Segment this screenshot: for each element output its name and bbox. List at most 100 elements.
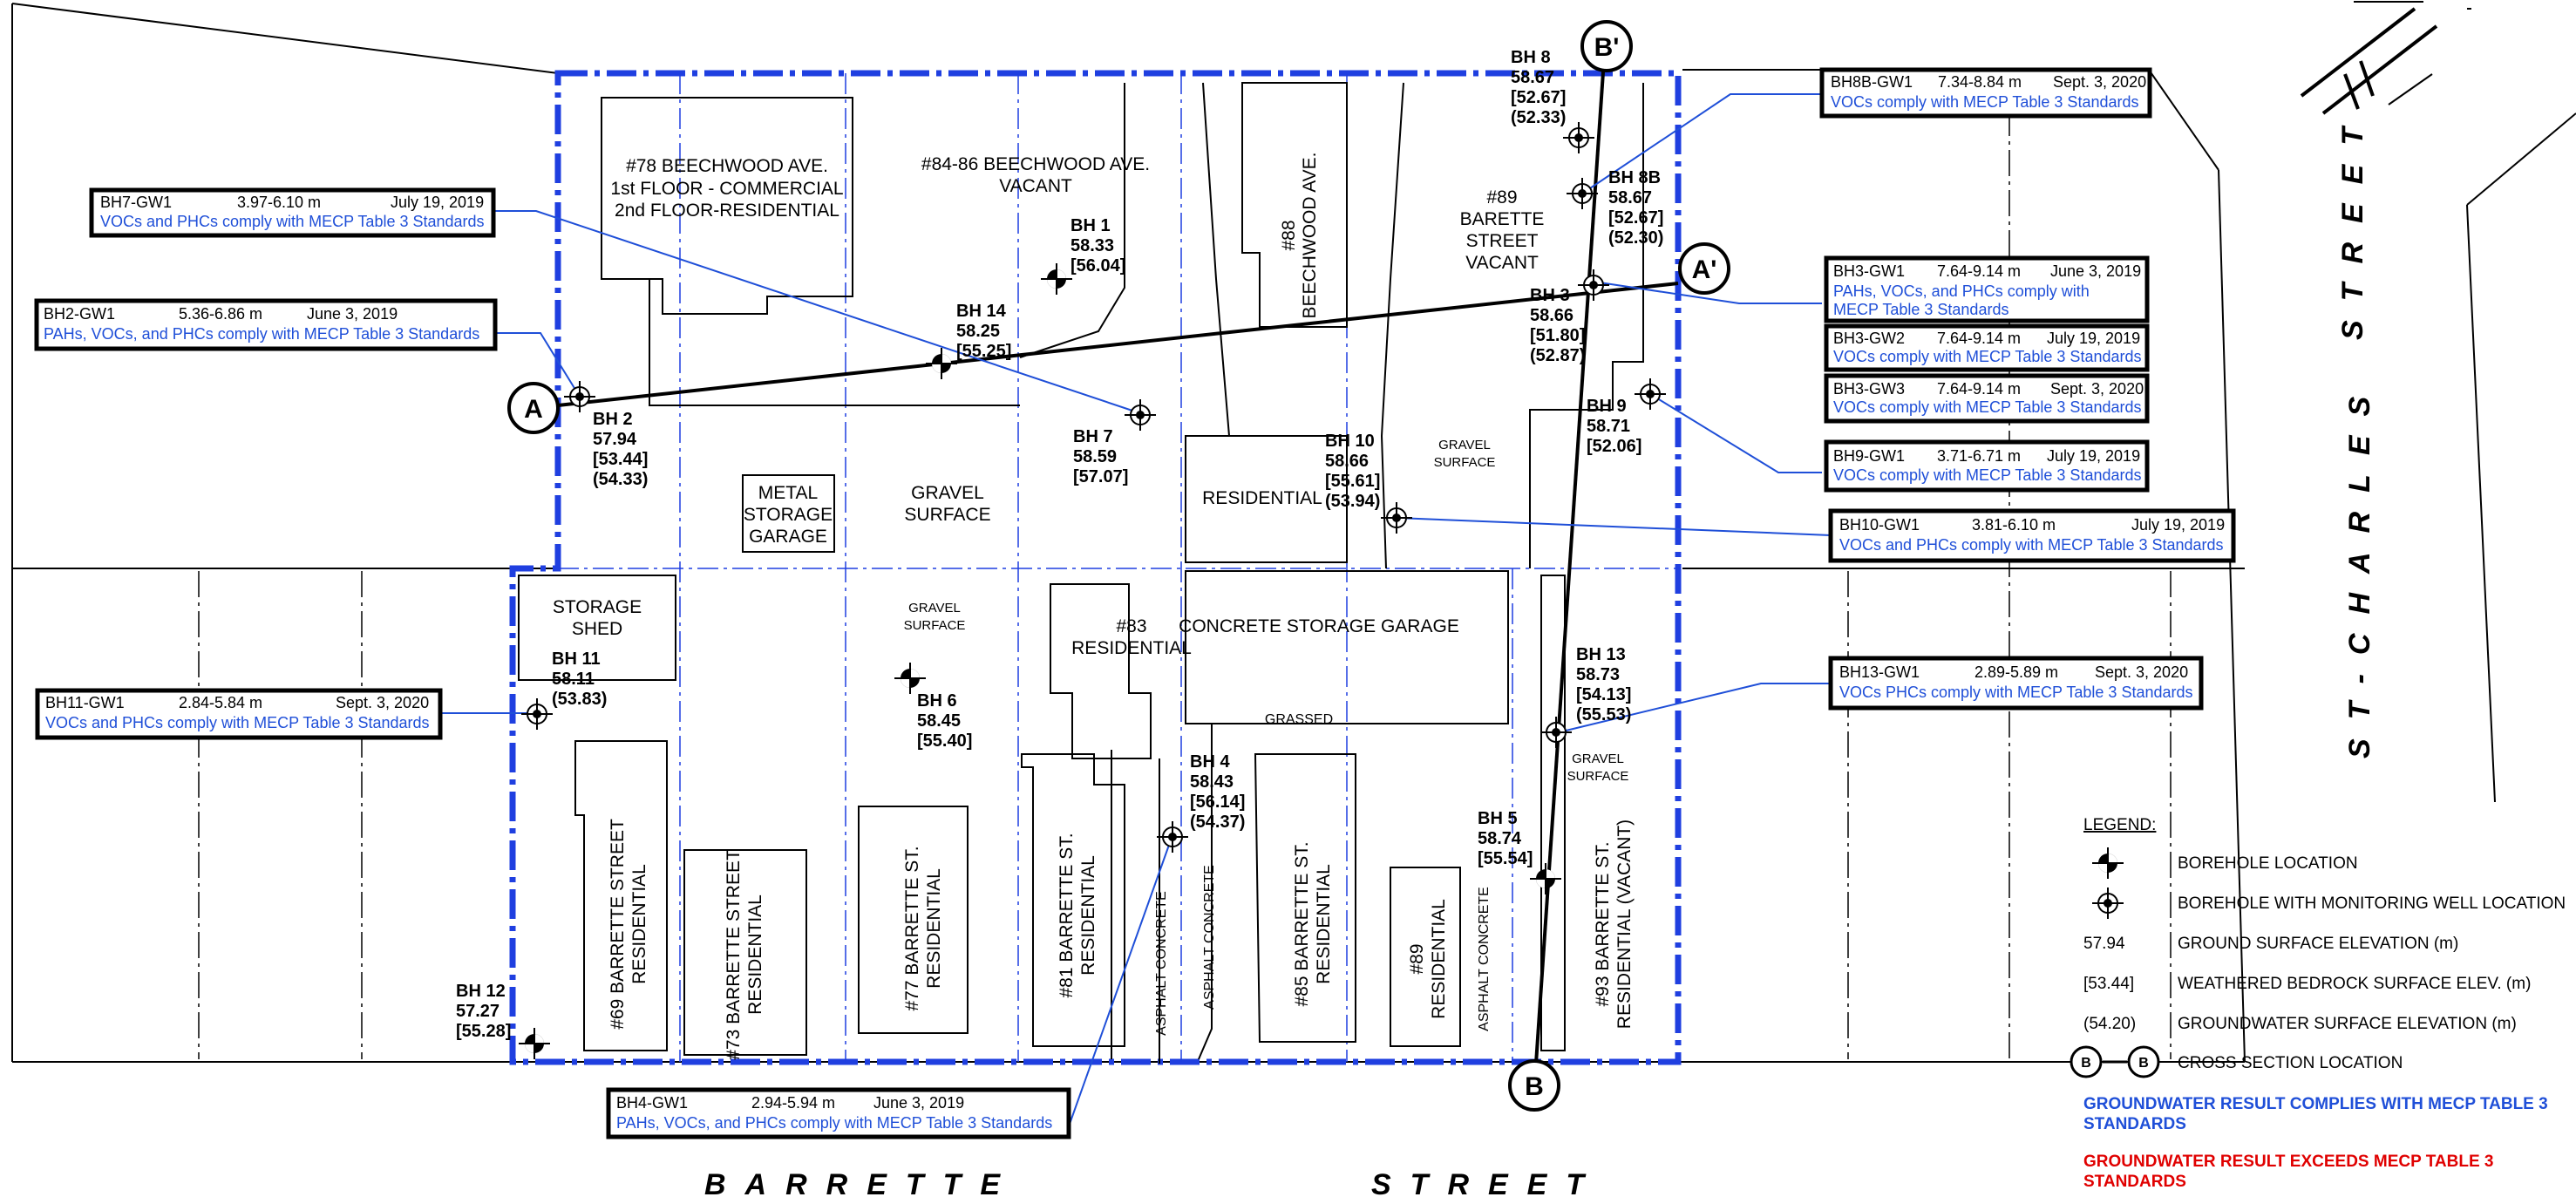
label-93-residential: RESIDENTIAL (VACANT): [1614, 820, 1635, 1029]
legend-bedrock-value: [53.44]: [2083, 975, 2134, 993]
label-84-86-beechwood: #84-86 BEECHWOOD AVE.: [921, 154, 1150, 174]
borehole-well-icon: [521, 698, 553, 730]
svg-text:B: B: [2081, 1056, 2091, 1071]
svg-text:[55.25]: [55.25]: [956, 342, 1011, 361]
borehole-label-bh9: BH 9 58.71 [52.06]: [1587, 397, 1641, 456]
svg-text:A: A: [524, 395, 543, 424]
svg-text:BH 9: BH 9: [1587, 397, 1627, 416]
svg-text:[57.07]: [57.07]: [1073, 467, 1128, 486]
borehole-icon: [2092, 847, 2124, 879]
label-89-res: RESIDENTIAL: [1429, 899, 1449, 1019]
callout-bh11-gw1: BH11-GW1 2.84-5.84 m Sept. 3, 2020 VOCs …: [35, 688, 443, 740]
street-stcharles: ST-CHARLES: [2343, 377, 2376, 758]
svg-text:[52.67]: [52.67]: [1608, 208, 1663, 228]
label-78-floor1: 1st FLOOR - COMMERCIAL: [610, 179, 843, 199]
borehole-label-bh11: BH 11 58.11 (53.83): [552, 650, 607, 709]
svg-text:57.27: 57.27: [456, 1002, 500, 1021]
svg-text:[55.54]: [55.54]: [1478, 849, 1533, 868]
label-metal: METAL: [758, 483, 818, 503]
svg-text:July 19, 2019: July 19, 2019: [2047, 330, 2140, 347]
label-85-residential: RESIDENTIAL: [1314, 864, 1334, 984]
svg-text:BH10-GW1: BH10-GW1: [1839, 516, 1920, 534]
borehole-well-icon: [1635, 378, 1666, 410]
label-81-residential: RESIDENTIAL: [1078, 855, 1098, 976]
svg-text:58.25: 58.25: [956, 322, 1000, 341]
section-marker-a-prime: A': [1678, 242, 1730, 295]
svg-text:58.74: 58.74: [1478, 829, 1522, 848]
svg-text:July 19, 2019: July 19, 2019: [2047, 447, 2140, 465]
svg-text:VOCs comply with MECP Table 3: VOCs comply with MECP Table 3 Standards: [1831, 93, 2139, 111]
borehole-well-icon: [1540, 717, 1572, 748]
borehole-label-bh10: BH 10 58.66 [55.61] (53.94): [1325, 432, 1380, 511]
svg-text:[56.14]: [56.14]: [1190, 792, 1245, 812]
svg-text:2.89-5.89 m: 2.89-5.89 m: [1974, 663, 2058, 681]
svg-text:PAHs, VOCs, and PHCs comply wi: PAHs, VOCs, and PHCs comply with: [1833, 282, 2090, 300]
svg-text:2.84-5.84 m: 2.84-5.84 m: [179, 694, 262, 711]
svg-text:Sept. 3, 2020: Sept. 3, 2020: [2050, 380, 2144, 398]
label-gravel-small-surface: SURFACE: [904, 618, 966, 633]
svg-text:Sept. 3, 2020: Sept. 3, 2020: [2095, 663, 2188, 681]
label-garage: GARAGE: [749, 527, 827, 547]
svg-text:BH8B-GW1: BH8B-GW1: [1831, 73, 1913, 91]
svg-text:BH 14: BH 14: [956, 302, 1007, 321]
svg-text:58.67: 58.67: [1608, 188, 1652, 207]
legend-exceeds-l1: GROUNDWATER RESULT EXCEEDS MECP TABLE 3: [2083, 1153, 2493, 1171]
legend-section-symbol: B B: [2070, 1045, 2160, 1078]
svg-text:[55.40]: [55.40]: [917, 731, 972, 751]
borehole-label-bh1: BH 1 58.33 [56.04]: [1071, 216, 1125, 275]
label-residential: RESIDENTIAL: [1202, 488, 1322, 508]
label-77-residential: RESIDENTIAL: [924, 868, 944, 989]
svg-text:VOCs and PHCs comply with MECP: VOCs and PHCs comply with MECP Table 3 S…: [1839, 536, 2224, 554]
label-asphalt-2: ASPHALT CONCRETE: [1202, 865, 1217, 1010]
callout-leaders: [440, 93, 1832, 1127]
svg-text:July 19, 2019: July 19, 2019: [391, 194, 484, 211]
svg-text:3.81-6.10 m: 3.81-6.10 m: [1972, 516, 2056, 534]
svg-text:58.66: 58.66: [1530, 306, 1573, 325]
svg-text:58.45: 58.45: [917, 711, 961, 731]
borehole-labels: BH 8 58.67 [52.67] (52.33) BH 8B 58.67 […: [456, 48, 1663, 1041]
svg-text:(52.33): (52.33): [1511, 108, 1566, 127]
label-89-street: STREET: [1466, 231, 1539, 251]
label-85-barrette: #85 BARRETTE ST.: [1292, 841, 1312, 1006]
label-asphalt-1: ASPHALT CONCRETE: [1154, 891, 1169, 1036]
svg-text:57.94: 57.94: [593, 430, 637, 449]
label-69-barrette: #69 BARRETTE STREET: [608, 819, 628, 1030]
label-78-beechwood: #78 BEECHWOOD AVE.: [626, 156, 828, 176]
label-73-barrette: #73 BARRETTE STREET: [724, 849, 744, 1060]
legend-gw-value: (54.20): [2083, 1015, 2136, 1033]
svg-text:58.73: 58.73: [1576, 665, 1620, 684]
borehole-label-bh7: BH 7 58.59 [57.07]: [1073, 427, 1128, 486]
borehole-icon: [519, 1028, 550, 1059]
site-internal-lines: [558, 73, 1678, 1062]
callout-bh3-gw3: BH3-GW3 7.64-9.14 m Sept. 3, 2020 VOCs c…: [1824, 373, 2150, 424]
svg-text:VOCs and PHCs comply with MECP: VOCs and PHCs comply with MECP Table 3 S…: [45, 714, 430, 731]
label-gravel-br: GRAVEL: [1572, 752, 1624, 766]
svg-text:Sept. 3, 2020: Sept. 3, 2020: [336, 694, 429, 711]
svg-text:BH 5: BH 5: [1478, 809, 1518, 828]
section-marker-b-prime: B': [1580, 20, 1633, 72]
svg-text:[56.04]: [56.04]: [1071, 256, 1125, 275]
borehole-icon: [894, 663, 926, 694]
svg-text:[53.44]: [53.44]: [593, 450, 648, 469]
svg-text:BH 11: BH 11: [552, 650, 601, 669]
legend-gw-text: GROUNDWATER SURFACE ELEVATION (m): [2178, 1015, 2517, 1033]
street-barrette-street: STREET: [1371, 1168, 1603, 1197]
svg-text:58.67: 58.67: [1511, 68, 1554, 87]
svg-text:BH7-GW1: BH7-GW1: [100, 194, 172, 211]
svg-text:7.34-8.84 m: 7.34-8.84 m: [1938, 73, 2022, 91]
label-73-residential: RESIDENTIAL: [745, 894, 765, 1015]
legend-bedrock-text: WEATHERED BEDROCK SURFACE ELEV. (m): [2178, 975, 2531, 993]
legend-section-text: CROSS SECTION LOCATION: [2178, 1054, 2403, 1072]
label-storage-shed: STORAGE: [553, 597, 642, 617]
svg-text:VOCs comply with MECP Table 3: VOCs comply with MECP Table 3 Standards: [1833, 466, 2142, 484]
label-89-num: #89: [1486, 187, 1517, 207]
svg-text:BH 8: BH 8: [1511, 48, 1551, 67]
svg-text:BH 3: BH 3: [1530, 286, 1570, 305]
borehole-label-bh5: BH 5 58.74 [55.54]: [1478, 809, 1533, 868]
svg-text:(52.87): (52.87): [1530, 346, 1585, 365]
label-78-floor2: 2nd FLOOR-RESIDENTIAL: [615, 201, 839, 221]
svg-text:3.71-6.71 m: 3.71-6.71 m: [1937, 447, 2021, 465]
svg-text:BH 13: BH 13: [1576, 645, 1626, 664]
svg-text:(55.53): (55.53): [1576, 705, 1631, 724]
